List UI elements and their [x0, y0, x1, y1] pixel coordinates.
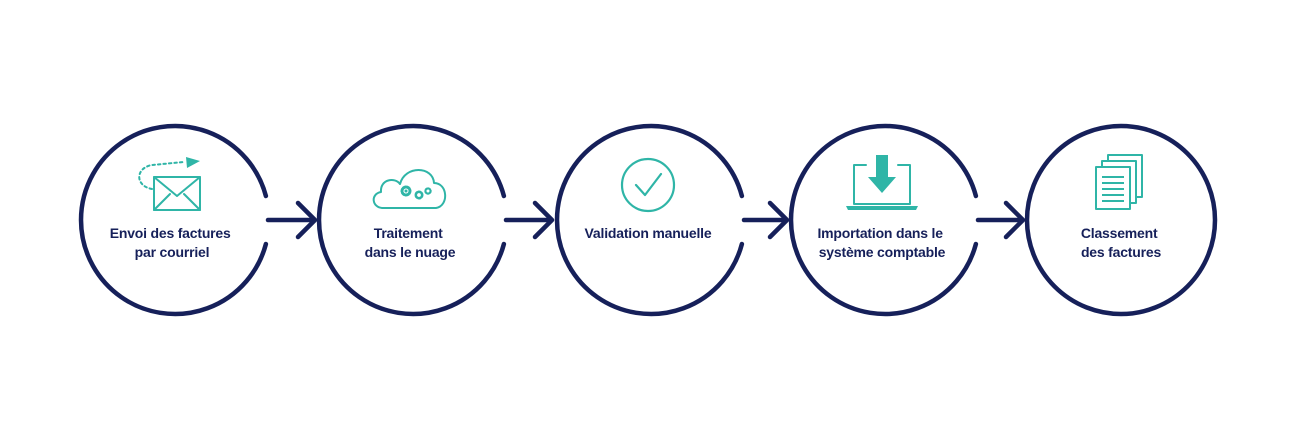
- step-4: Importation dans le système comptable: [788, 123, 979, 317]
- arrow-2-to-3: [503, 200, 555, 240]
- step-4-label-line-2: système comptable: [819, 244, 946, 260]
- step-2-circle: [316, 123, 507, 317]
- svg-text:Classement des factures: Classement des factures: [1081, 225, 1162, 260]
- arrow-4-to-5: [975, 200, 1026, 240]
- step-5-circle: [1024, 123, 1218, 317]
- step-1: Envoi des factures par courriel: [78, 123, 269, 317]
- step-5: Classement des factures: [1024, 123, 1218, 317]
- step-3-label-line-1: Validation manuelle: [585, 225, 712, 241]
- svg-text:Importation dans le syst: Importation dans le système comptable: [817, 225, 946, 260]
- step-1-label-line-1: Envoi des factures: [110, 225, 231, 241]
- step-1-label-line-2: par courriel: [135, 244, 210, 260]
- step-5-label-line-1: Classement: [1081, 225, 1158, 241]
- checkmark-circle-icon: [620, 157, 676, 213]
- svg-text:Envoi des factures par c: Envoi des factures par courriel: [110, 225, 235, 260]
- step-4-circle: [788, 123, 979, 317]
- arrow-3-to-4: [741, 200, 790, 240]
- step-2-label-line-2: dans le nuage: [365, 244, 456, 260]
- laptop-download-icon: [846, 155, 918, 210]
- step-1-circle: [78, 123, 269, 317]
- svg-text:Validation manuelle: Validation manuelle: [585, 225, 712, 241]
- step-2: Traitement dans le nuage: [316, 123, 507, 317]
- step-3: Validation manuelle: [554, 123, 745, 317]
- arrow-1-to-2: [265, 200, 318, 240]
- step-4-label-line-1: Importation dans le: [817, 225, 943, 241]
- cloud-gears-icon: [372, 169, 447, 209]
- envelope-send-icon: [138, 157, 201, 211]
- step-2-label-line-1: Traitement: [374, 225, 443, 241]
- svg-text:Traitement dans le nuage: Traitement dans le nuage: [365, 225, 456, 260]
- step-5-label-line-2: des factures: [1081, 244, 1161, 260]
- documents-stack-icon: [1095, 154, 1143, 210]
- step-3-circle: [554, 123, 745, 317]
